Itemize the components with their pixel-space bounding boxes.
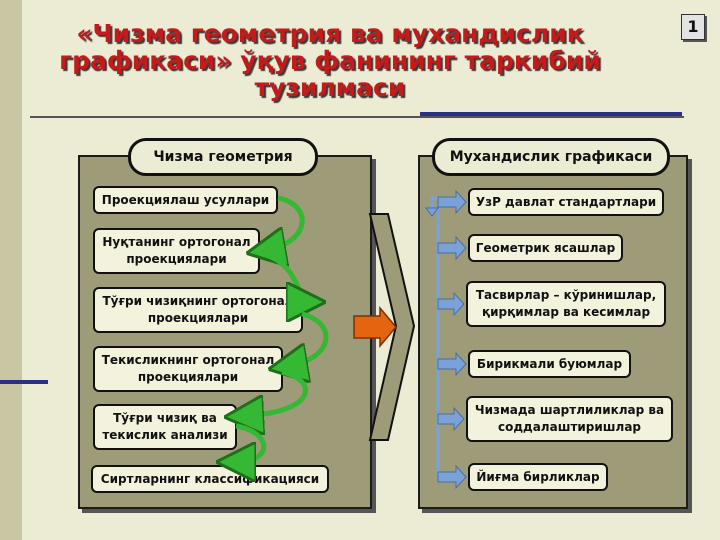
blue-connector-arrows [437, 189, 467, 490]
left-item-5: Тўғри чизиқ ва текислик анализи [93, 404, 237, 450]
title-underline-accent [420, 112, 682, 116]
left-panel-heading: Чизма геометрия [128, 138, 318, 176]
title-line-1: «Чизма геометрия ва мухандислик [76, 19, 584, 48]
blue-arrow-icon [437, 406, 465, 432]
left-item-6: Сиртларнинг классификацияси [91, 465, 329, 493]
slide-title: «Чизма геометрия ва мухандислик графикас… [40, 20, 620, 101]
orange-arrow-icon [353, 305, 397, 349]
left-item-2: Нуқтанинг ортогонал проекциялари [93, 228, 260, 274]
slide-number: 1 [681, 14, 705, 40]
left-item-3: Тўғри чизиқнинг ортогонал проекциялари [93, 287, 303, 333]
blue-arrow-icon [437, 189, 467, 215]
title-line-3: тузилмаси [254, 73, 406, 102]
right-item-1: УзР давлат стандартлари [468, 188, 664, 216]
right-item-3: Тасвирлар – кўринишлар, қирқимлар ва кес… [466, 281, 666, 327]
right-item-4: Бирикмали буюмлар [468, 350, 631, 378]
blue-arrow-icon [437, 235, 467, 261]
title-line-2: графикаси» ўқув фанининг таркибий [59, 46, 601, 75]
left-item-1: Проекциялаш усуллари [93, 186, 278, 214]
blue-arrow-icon [437, 351, 467, 377]
left-accent-bar [0, 380, 48, 384]
green-curved-arrow-icon [288, 311, 329, 366]
green-curved-arrow-icon [266, 195, 305, 250]
blue-arrow-icon [437, 464, 467, 490]
left-decor-strip [0, 0, 22, 540]
right-item-6: Йиғма бирликлар [468, 463, 608, 491]
green-curved-arrow-icon [244, 369, 308, 416]
blue-arrow-icon [437, 291, 465, 317]
title-underline [30, 116, 684, 118]
right-item-2: Геометрик ясашлар [468, 234, 623, 262]
green-curved-arrow-icon [261, 251, 306, 302]
right-item-5: Чизмада шартлиликлар ва соддалаштиришлар [466, 396, 673, 442]
right-panel-heading: Мухандислик графикаси [432, 138, 670, 176]
left-item-4: Текисликнинг ортогонал проекциялари [93, 346, 283, 392]
green-curved-arrow-icon [236, 423, 267, 462]
